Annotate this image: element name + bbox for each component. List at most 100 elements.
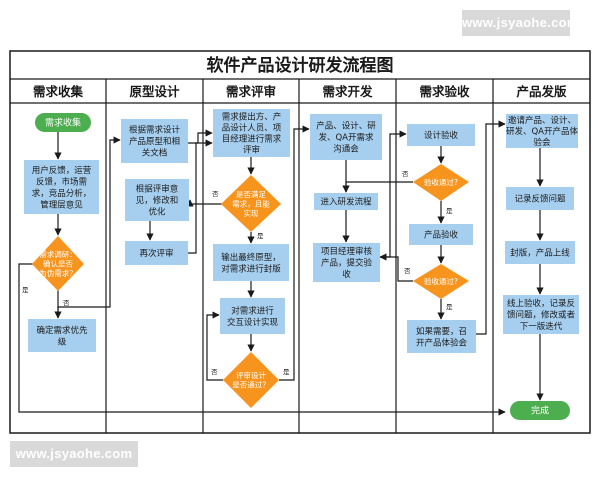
node-text-check-pass2-0: 验收通过? — [424, 276, 458, 286]
node-text-feedback-3: 管理层意见 — [40, 199, 83, 210]
watermark-top: www.jsyaohe.com — [462, 10, 578, 36]
node-text-feedback-2: 求，竞品分析， — [32, 188, 92, 199]
start-node — [35, 113, 91, 132]
node-text-proto-doc-2: 关文档 — [142, 148, 168, 159]
dev-flow-node — [314, 193, 378, 210]
diagram-frame — [9, 50, 591, 434]
node-text-review-pass-1: 需求，且能 — [232, 199, 270, 209]
node-text-review-meet-2: 目经理进行需求 — [222, 134, 282, 145]
lane-header-3: 需求评审 — [226, 84, 276, 99]
release-node — [505, 241, 575, 264]
node-text-release-0: 封版，产品上线 — [510, 248, 570, 259]
prod-check-node — [409, 224, 473, 245]
node-text-start-0: 需求收集 — [45, 117, 81, 129]
node-text-proto-doc-0: 根据需求设计 — [129, 125, 181, 136]
check-pass1-decision — [413, 164, 469, 201]
node-text-ui-pass-1: 是否通过？ — [232, 379, 270, 389]
diagram-title: 软件产品设计研发流程图 — [207, 55, 394, 76]
node-text-survey-1: 确认是否 — [43, 259, 73, 269]
node-text-review-pass-2: 实现 — [244, 208, 259, 218]
rereview-node — [125, 241, 188, 265]
node-text-meeting-1: 开产品体验会 — [416, 337, 468, 348]
pm-check-node — [313, 243, 380, 282]
node-text-online-1: 馈问题，修改或者 — [507, 310, 576, 321]
online-node — [503, 295, 579, 334]
node-text-dev-flow-0: 进入研发流程 — [320, 197, 372, 208]
final-proto-node — [213, 244, 289, 281]
node-text-invite-1: 研发、QA开产品体 — [506, 126, 579, 137]
node-text-feedback-0: 用户反馈，运营 — [32, 165, 92, 176]
node-text-done-0: 完成 — [531, 405, 549, 417]
lane-header-5: 需求验收 — [419, 84, 470, 99]
node-text-ui-design-1: 交互设计实现 — [227, 317, 279, 328]
node-text-review-pass-0: 是否满足 — [236, 189, 266, 199]
priority-node — [28, 319, 96, 352]
record-node — [506, 187, 574, 210]
node-text-prod-check-0: 产品验收 — [424, 230, 459, 241]
record-label: 记录反馈问题 — [514, 194, 566, 205]
node-text-dev-meet-1: 发、QA开需求 — [318, 132, 374, 143]
node-text-meeting-0: 如果需要，召 — [416, 326, 467, 337]
check-pass2-label: 验收通过? — [424, 276, 458, 286]
node-text-pm-check-2: 收 — [342, 269, 351, 280]
lane-header-4: 需求开发 — [322, 84, 373, 99]
survey-decision — [32, 236, 84, 291]
node-text-modify-2: 优化 — [148, 207, 166, 218]
edge-label-yes-0: 是 — [22, 286, 29, 294]
check-pass2-decision — [413, 264, 469, 299]
lane-header-2: 原型设计 — [129, 84, 180, 99]
node-text-dev-meet-2: 沟通会 — [333, 144, 359, 155]
design-check-node — [407, 124, 475, 146]
node-text-final-proto-0: 输出最终原型， — [221, 252, 281, 263]
node-text-survey-0: 需求调研： — [39, 249, 77, 259]
feedback-node — [24, 160, 99, 214]
edge-label-yes-3: 是 — [257, 232, 264, 240]
edge-label-yes-5: 是 — [283, 368, 290, 376]
review-meet-node — [213, 109, 290, 157]
node-text-feedback-1: 反馈，市场需 — [36, 176, 87, 187]
node-text-dev-meet-0: 产品、设计、研 — [316, 121, 376, 132]
watermark-bottom: www.jsyaohe.com — [10, 441, 138, 467]
design-check-label: 设计验收 — [424, 130, 459, 141]
node-text-final-proto-1: 对需求进行封版 — [221, 263, 281, 274]
node-text-modify-0: 根据评审意 — [136, 184, 179, 195]
node-text-survey-2: 为伪需求？ — [39, 268, 77, 278]
ui-design-node — [220, 298, 285, 334]
done-label: 完成 — [531, 405, 549, 417]
edge-label-no-6: 否 — [402, 170, 409, 178]
edge-label-yes-7: 是 — [446, 207, 453, 215]
check-pass1-label: 验收通过? — [424, 177, 458, 187]
node-text-design-check-0: 设计验收 — [424, 130, 459, 141]
prod-check-label: 产品验收 — [424, 230, 459, 241]
lane-header-6: 产品发版 — [516, 84, 567, 99]
dev-meet-node — [310, 114, 382, 160]
node-text-ui-pass-0: 评审设计 — [236, 370, 266, 380]
meeting-node — [407, 320, 476, 353]
node-text-pm-check-1: 产品，提交验 — [321, 258, 373, 269]
node-text-invite-0: 邀请产品、设计、 — [508, 115, 576, 126]
dev-flow-label: 进入研发流程 — [320, 197, 372, 208]
rereview-label: 再次评审 — [139, 248, 173, 259]
lane-header-1: 需求收集 — [33, 84, 84, 99]
edge-label-no-4: 否 — [211, 368, 218, 376]
final-proto-label: 输出最终原型，对需求进行封版 — [221, 252, 281, 275]
node-text-priority-1: 级 — [58, 336, 67, 347]
node-text-online-0: 线上验收，记录反 — [507, 298, 575, 309]
done-node — [510, 401, 570, 420]
edge-label-no-8: 否 — [404, 267, 411, 275]
node-text-modify-1: 见，修改和 — [136, 195, 179, 206]
node-text-review-meet-0: 需求提出方、产 — [222, 112, 282, 123]
